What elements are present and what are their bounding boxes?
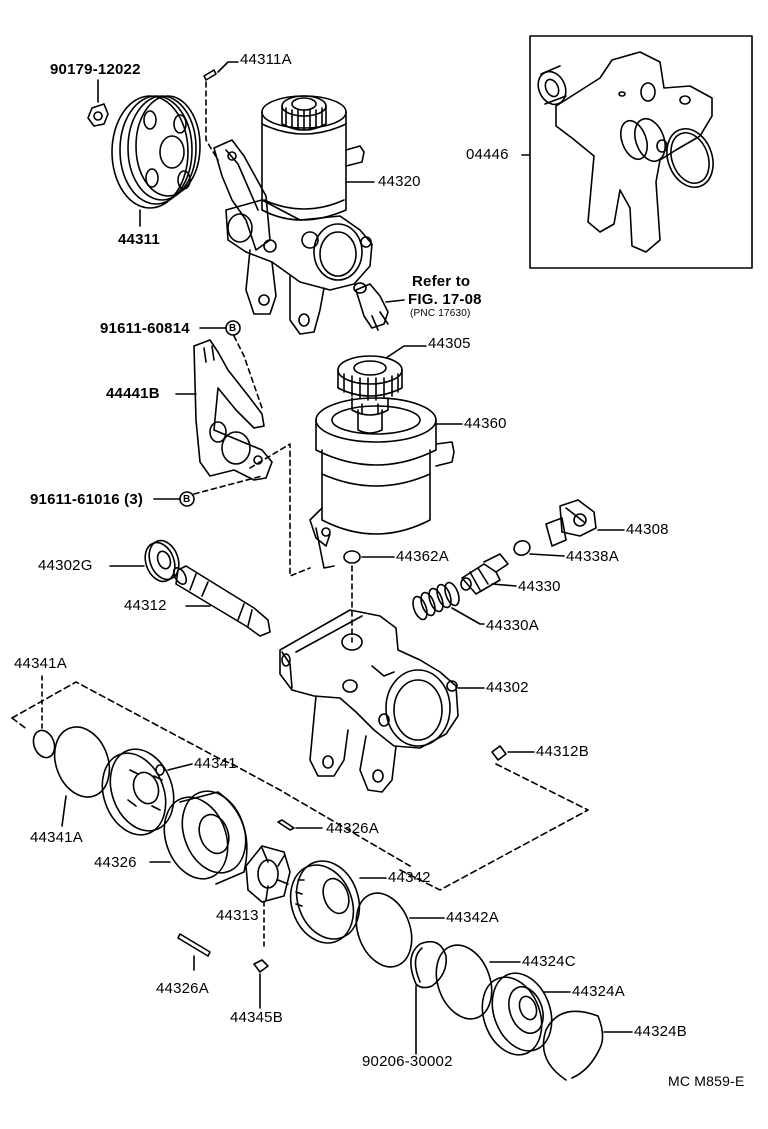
leader-44341	[167, 763, 193, 771]
refer-pnc: (PNC 17630)	[410, 308, 471, 319]
snapring-44324B	[542, 1010, 604, 1081]
label-44308: 44308	[626, 521, 669, 538]
vane-44326A	[277, 819, 295, 831]
dash-key	[205, 81, 219, 161]
bolt-marker-b2: B	[183, 494, 191, 505]
label-04446: 04446	[466, 146, 509, 163]
label-44312: 44312	[124, 597, 167, 614]
shaft-44312	[172, 565, 271, 637]
refer-text: Refer to	[412, 273, 471, 290]
reservoir-44360	[309, 397, 455, 569]
dash-frame-top	[11, 681, 233, 765]
snapring-90206	[410, 940, 448, 989]
leader-44330A	[451, 607, 485, 625]
plate-44342	[289, 860, 361, 944]
leader-44341A-bot	[61, 795, 67, 827]
leader-44338A	[529, 553, 565, 557]
label-44311: 44311	[118, 231, 160, 248]
dash-b1	[233, 335, 263, 409]
pressure-switch	[353, 282, 405, 331]
bracket-44441B	[193, 339, 273, 481]
label-44341: 44341	[194, 755, 237, 772]
label-44311A: 44311A	[240, 51, 292, 68]
oring-44338A	[513, 540, 531, 556]
label-44324A: 44324A	[572, 983, 625, 1000]
label-44360: 44360	[464, 415, 507, 432]
valve-44330	[460, 553, 509, 595]
oring-44341A-large	[53, 726, 111, 798]
ring-44326	[163, 790, 248, 885]
label-44341A-bot: 44341A	[30, 829, 83, 846]
pump-assy-44320	[213, 95, 373, 335]
label-44341A-top: 44341A	[14, 655, 67, 672]
plate-44341	[101, 748, 175, 836]
label-44312B: 44312B	[536, 743, 589, 760]
label-44305: 44305	[428, 335, 471, 352]
label-44326: 44326	[94, 854, 137, 871]
label-44342: 44342	[388, 869, 431, 886]
cap-44305	[337, 355, 403, 434]
label-91611-60814: 91611-60814	[100, 320, 190, 337]
leader-44311A	[217, 61, 239, 73]
oring-44324C	[435, 944, 493, 1020]
rotor-44313	[245, 845, 291, 903]
key-44311A	[203, 69, 217, 81]
diagram-code: MC M859-E	[668, 1073, 745, 1089]
vane-44326A-bot	[177, 933, 211, 957]
pin-44312B	[491, 745, 507, 761]
label-90179-12022: 90179-12022	[50, 61, 141, 78]
oring-44341A-small	[32, 729, 56, 759]
bearing-44302G	[144, 539, 180, 583]
union-44308	[545, 499, 597, 547]
label-44302: 44302	[486, 679, 529, 696]
dash-frame-right	[399, 763, 589, 891]
oring-44362A	[343, 550, 361, 564]
cover-44324A	[481, 972, 553, 1056]
label-44330: 44330	[518, 578, 561, 595]
label-91611-61016: 91611-61016 (3)	[30, 491, 144, 508]
label-44320: 44320	[378, 173, 421, 190]
label-44326A-mid: 44326A	[326, 820, 379, 837]
dash-frame-left	[11, 717, 29, 731]
leader-44305	[385, 345, 427, 359]
spring-44330A	[412, 581, 460, 621]
kit-box	[529, 35, 753, 269]
label-44338A: 44338A	[566, 548, 619, 565]
dash-b2	[193, 475, 263, 495]
pump-body-44302	[279, 609, 459, 793]
pulley-44311	[111, 95, 201, 209]
leader-44330	[491, 583, 517, 587]
oring-44342A	[355, 892, 413, 968]
label-44326A-bot: 44326A	[156, 980, 209, 997]
label-44324C: 44324C	[522, 953, 576, 970]
dash-bracket	[249, 443, 311, 577]
label-44441B: 44441B	[106, 385, 160, 402]
label-44324B: 44324B	[634, 1023, 687, 1040]
label-44313: 44313	[216, 907, 259, 924]
label-44342A: 44342A	[446, 909, 499, 926]
refer-fig: FIG. 17-08	[408, 291, 482, 308]
key-44345B	[253, 959, 269, 973]
bolt-marker-b1: B	[229, 323, 237, 334]
nut-90179	[87, 103, 109, 127]
label-44330A: 44330A	[486, 617, 539, 634]
label-90206-30002: 90206-30002	[362, 1053, 453, 1070]
dash-frame-mid	[231, 763, 411, 867]
label-44345B: 44345B	[230, 1009, 283, 1026]
label-44302G: 44302G	[38, 557, 93, 574]
label-44362A: 44362A	[396, 548, 449, 565]
